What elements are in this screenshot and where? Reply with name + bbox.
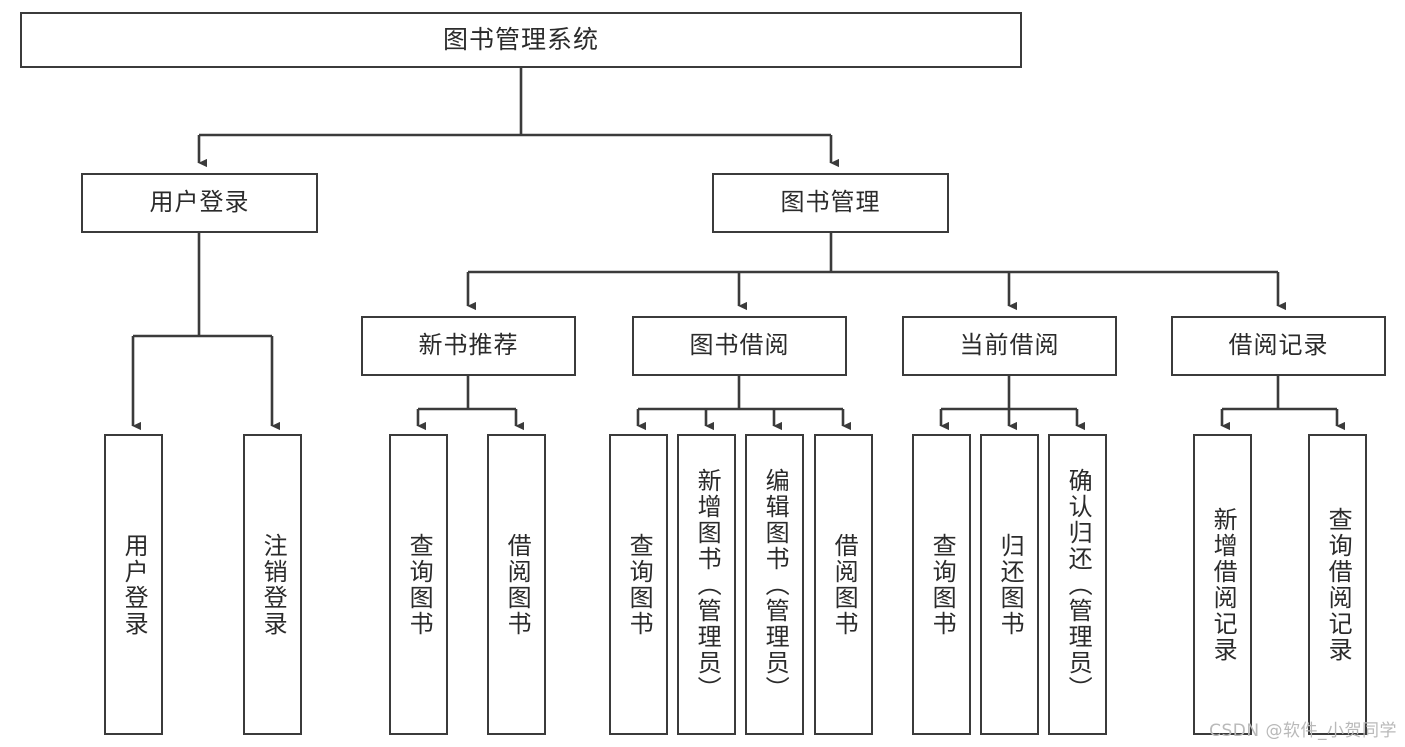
node-book-borrow[interactable]: 图书借阅	[632, 316, 847, 376]
node-leaf-logout[interactable]: 注销登录	[243, 434, 302, 735]
node-root-system-label: 图书管理系统	[442, 24, 599, 54]
node-leaf-borrow-book-2-label: 借阅图书	[830, 532, 859, 637]
node-leaf-query-record[interactable]: 查询借阅记录	[1308, 434, 1367, 735]
node-leaf-add-record[interactable]: 新增借阅记录	[1193, 434, 1252, 735]
node-leaf-return-book-label: 归还图书	[996, 532, 1025, 637]
node-leaf-query-book-3[interactable]: 查询图书	[912, 434, 971, 735]
csdn-watermark: CSDN @软件_小贺同学	[1209, 721, 1397, 741]
node-leaf-add-book-label: 新增图书（管理员）	[693, 467, 722, 702]
node-root-system[interactable]: 图书管理系统	[20, 12, 1022, 68]
node-book-manage-label: 图书管理	[780, 188, 881, 217]
node-leaf-return-book[interactable]: 归还图书	[980, 434, 1039, 735]
node-leaf-borrow-book-2[interactable]: 借阅图书	[814, 434, 873, 735]
node-new-book-recommend[interactable]: 新书推荐	[361, 316, 576, 376]
node-leaf-query-record-label: 查询借阅记录	[1324, 506, 1353, 663]
node-leaf-borrow-book-1-label: 借阅图书	[503, 532, 532, 637]
node-leaf-edit-book[interactable]: 编辑图书（管理员）	[745, 434, 804, 735]
node-leaf-add-record-label: 新增借阅记录	[1209, 506, 1238, 663]
node-book-borrow-label: 图书借阅	[689, 331, 790, 360]
node-borrow-record[interactable]: 借阅记录	[1171, 316, 1386, 376]
node-leaf-edit-book-label: 编辑图书（管理员）	[761, 467, 790, 702]
node-leaf-query-book-3-label: 查询图书	[928, 532, 957, 637]
node-leaf-query-book-2-label: 查询图书	[625, 532, 654, 637]
node-current-borrow-label: 当前借阅	[959, 331, 1060, 360]
node-leaf-add-book[interactable]: 新增图书（管理员）	[677, 434, 736, 735]
node-leaf-confirm-return[interactable]: 确认归还（管理员）	[1048, 434, 1107, 735]
node-leaf-logout-label: 注销登录	[259, 532, 288, 637]
node-leaf-user-login-label: 用户登录	[120, 532, 149, 637]
node-leaf-borrow-book-1[interactable]: 借阅图书	[487, 434, 546, 735]
node-leaf-confirm-return-label: 确认归还（管理员）	[1064, 467, 1093, 702]
node-borrow-record-label: 借阅记录	[1228, 331, 1329, 360]
node-leaf-query-book-1[interactable]: 查询图书	[389, 434, 448, 735]
node-leaf-query-book-1-label: 查询图书	[405, 532, 434, 637]
node-new-book-recommend-label: 新书推荐	[418, 331, 519, 360]
node-user-login[interactable]: 用户登录	[81, 173, 318, 233]
node-leaf-query-book-2[interactable]: 查询图书	[609, 434, 668, 735]
node-current-borrow[interactable]: 当前借阅	[902, 316, 1117, 376]
node-leaf-user-login[interactable]: 用户登录	[104, 434, 163, 735]
node-user-login-label: 用户登录	[149, 188, 250, 217]
node-book-manage[interactable]: 图书管理	[712, 173, 949, 233]
